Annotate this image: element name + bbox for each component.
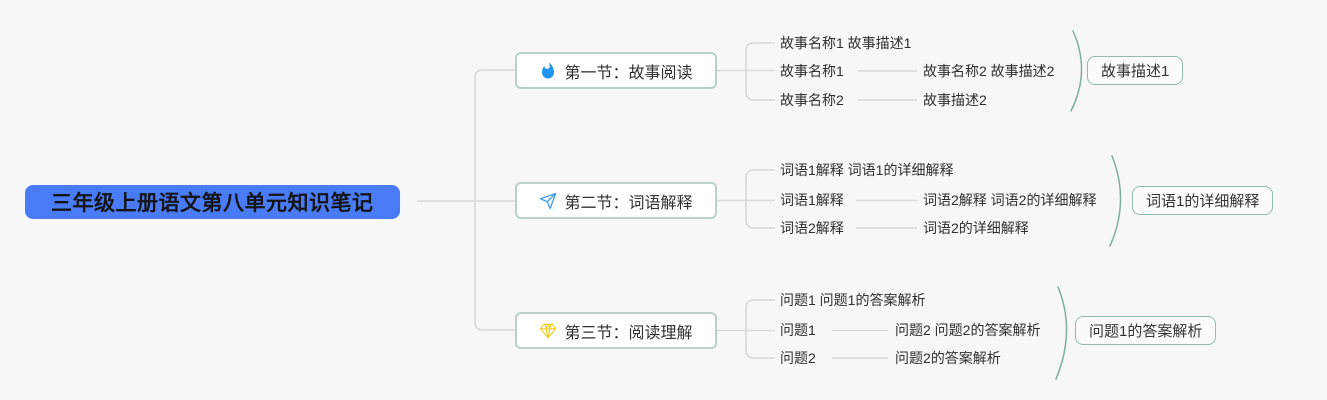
branch-label: 第一节：故事阅读: [564, 64, 693, 82]
summary-node-question[interactable]: 问题1的答案解析: [1075, 316, 1217, 345]
topic-q2-answer2[interactable]: 问题2 问题2的答案解析: [895, 322, 1041, 338]
root-node[interactable]: 三年级上册语文第八单元知识笔记: [25, 185, 400, 219]
gem-icon: [539, 322, 557, 340]
topic-story2-desc2[interactable]: 故事名称2 故事描述2: [923, 63, 1055, 79]
topic-q1-answer1[interactable]: 问题1 问题1的答案解析: [780, 292, 926, 308]
connector-root-branch3: [474, 201, 515, 331]
summary-node-word[interactable]: 词语1的详细解释: [1132, 186, 1274, 215]
branch-node-section1[interactable]: 第一节：故事阅读: [515, 52, 717, 89]
branch-label: 第二节：词语解释: [564, 194, 693, 212]
summary-node-story[interactable]: 故事描述1: [1087, 56, 1184, 85]
topic-q2[interactable]: 问题2: [780, 350, 816, 366]
connector-root-branch1: [474, 69, 515, 201]
connector-b2-rows: [745, 169, 775, 229]
branch-node-section3[interactable]: 第三节：阅读理解: [515, 312, 717, 349]
topic-story-desc2[interactable]: 故事描述2: [923, 92, 987, 108]
flame-icon: [539, 62, 557, 80]
topic-word1-exp[interactable]: 词语1解释: [780, 192, 844, 208]
paper-plane-icon: [539, 192, 557, 210]
topic-story-name1[interactable]: 故事名称1: [780, 63, 844, 79]
topic-story1-desc1[interactable]: 故事名称1 故事描述1: [780, 35, 912, 51]
summary-bracket-1: [1070, 30, 1083, 112]
topic-story-name2[interactable]: 故事名称2: [780, 92, 844, 108]
topic-word2-detail[interactable]: 词语2的详细解释: [923, 220, 1029, 236]
summary-bracket-3: [1055, 286, 1068, 380]
summary-bracket-2: [1109, 155, 1122, 247]
branch-label: 第三节：阅读理解: [564, 324, 693, 342]
topic-word2-detail2[interactable]: 词语2解释 词语2的详细解释: [923, 192, 1097, 208]
connector-b1-rows: [745, 42, 775, 101]
topic-q1[interactable]: 问题1: [780, 322, 816, 338]
topic-word1-detail1[interactable]: 词语1解释 词语1的详细解释: [780, 162, 954, 178]
connector-b3-rows: [745, 299, 775, 359]
topic-q2-answer[interactable]: 问题2的答案解析: [895, 350, 1001, 366]
branch-node-section2[interactable]: 第二节：词语解释: [515, 182, 717, 219]
topic-word2-exp[interactable]: 词语2解释: [780, 220, 844, 236]
